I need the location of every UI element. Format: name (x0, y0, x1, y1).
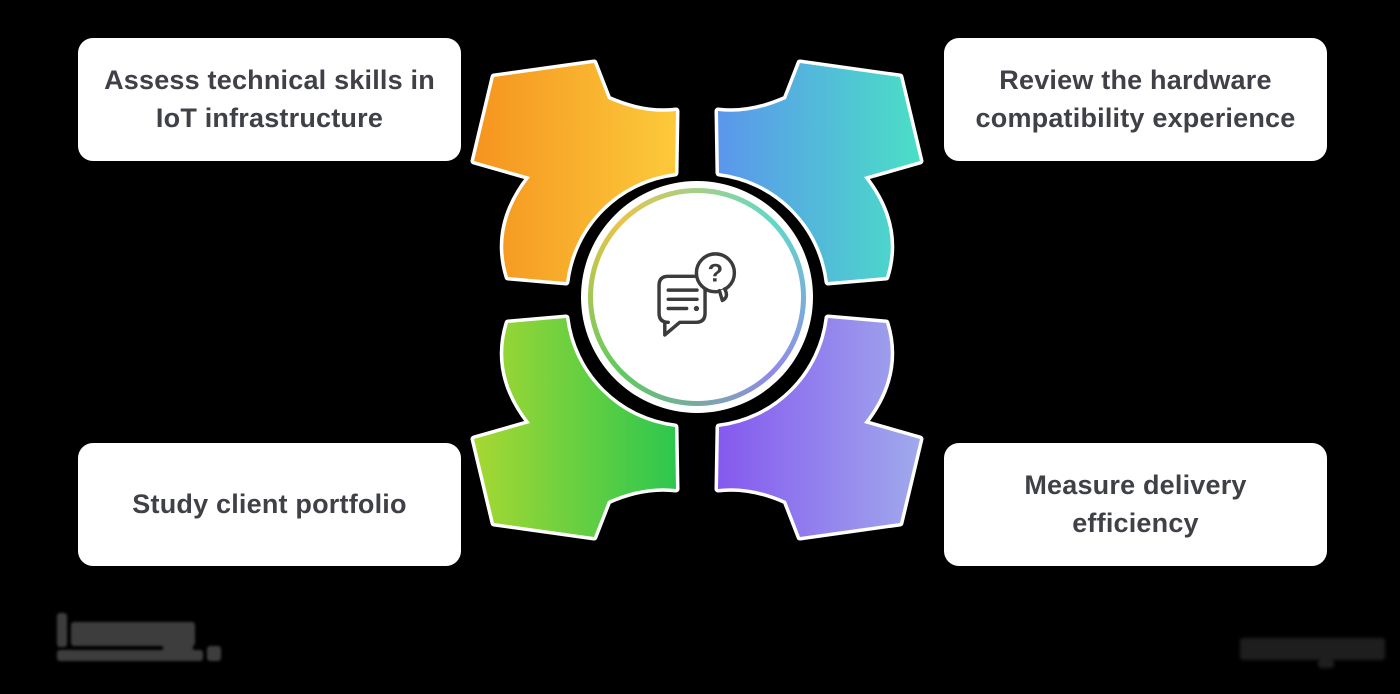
gradient-ring: ? (588, 188, 806, 406)
question-mark-glyph: ? (708, 259, 723, 287)
card-top-right-text: Review the hardware compatibility experi… (975, 64, 1296, 133)
arrow-south-west-icon (470, 314, 680, 541)
logo-letter-block (57, 613, 67, 647)
logo-tagline-block (57, 650, 203, 661)
center-circle: ? (581, 181, 813, 413)
watermark-text (1240, 636, 1390, 670)
card-bottom-left: Study client portfolio (78, 443, 461, 566)
arrow-south-east-icon (714, 314, 924, 541)
card-bottom-right-text: Measure delivery efficiency (1024, 469, 1247, 538)
chat-question-icon: ? (657, 252, 737, 337)
card-top-left: Assess technical skills in IoT infrastru… (78, 38, 461, 161)
watermark-descender-block (1318, 660, 1334, 668)
arrow-north-east-icon (714, 59, 924, 286)
logo-word-block (71, 622, 195, 646)
card-top-left-text: Assess technical skills in IoT infrastru… (104, 64, 435, 133)
logo-descender-block (163, 644, 193, 653)
logo-mark-block (207, 646, 221, 661)
logo-wordmark (55, 612, 225, 668)
card-bottom-left-text: Study client portfolio (132, 488, 407, 519)
center-circle-inner: ? (593, 193, 801, 401)
card-top-right: Review the hardware compatibility experi… (944, 38, 1327, 161)
card-bottom-right: Measure delivery efficiency (944, 443, 1327, 566)
watermark-block (1240, 638, 1385, 660)
arrow-north-west-icon (470, 59, 680, 286)
